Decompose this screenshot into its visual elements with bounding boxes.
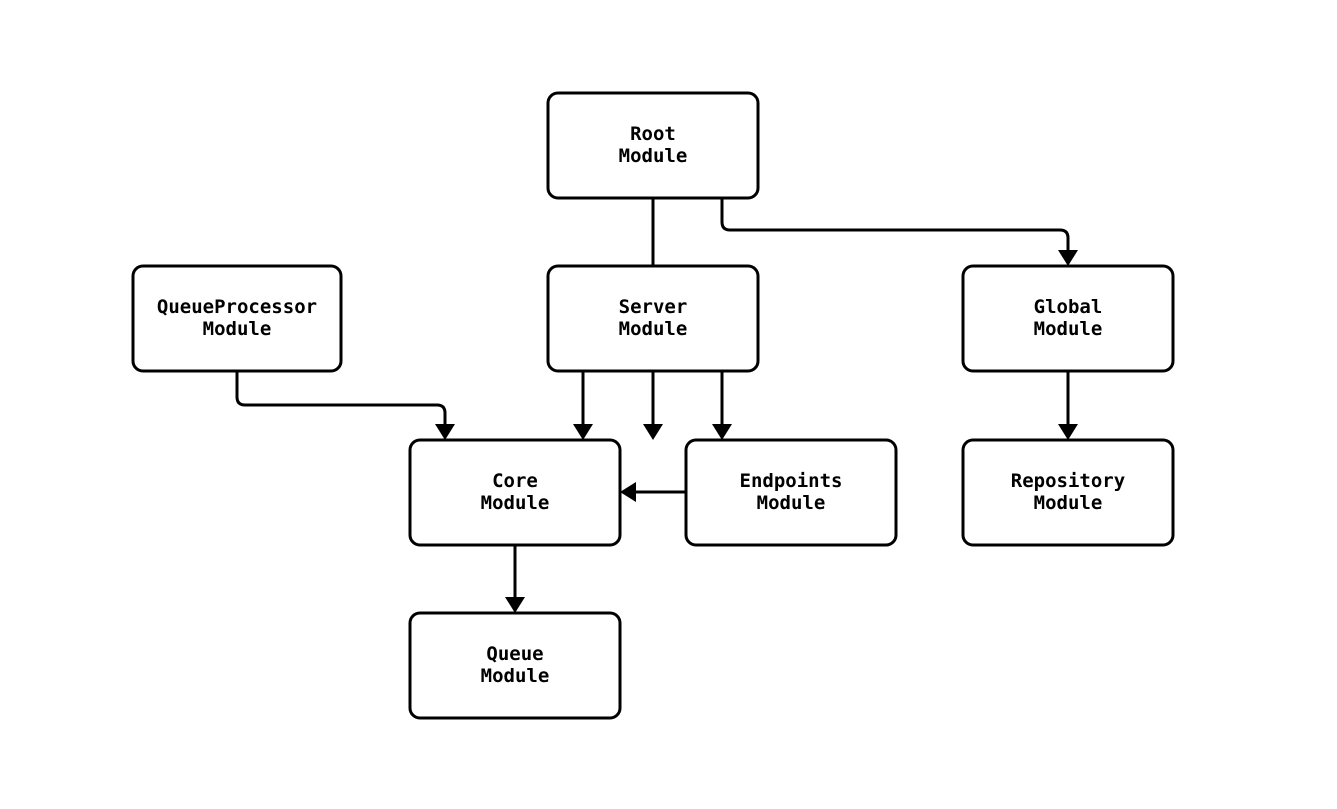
- arrowhead-icon: [1058, 424, 1078, 440]
- node-box[interactable]: [408, 611, 622, 720]
- edge-server-endpoints: [712, 371, 732, 440]
- node-box[interactable]: [961, 438, 1175, 547]
- node-box[interactable]: [684, 438, 898, 547]
- node-box[interactable]: [546, 91, 760, 200]
- node-label-line2: Module: [757, 492, 826, 514]
- nodes-layer: RootModuleQueueProcessorModuleServerModu…: [131, 91, 1175, 720]
- node-label-line1: Queue: [486, 643, 543, 665]
- edges-layer: [235, 198, 1078, 613]
- arrowhead-icon: [620, 482, 636, 502]
- node-label-line1: Endpoints: [740, 470, 843, 492]
- arrowhead-icon: [1058, 250, 1078, 266]
- node-label-line2: Module: [619, 145, 688, 167]
- node-label-line2: Module: [481, 665, 550, 687]
- node-label-line1: Root: [630, 123, 676, 145]
- node-box[interactable]: [546, 264, 760, 373]
- arrowhead-icon: [505, 597, 525, 613]
- arrowhead-icon: [712, 424, 732, 440]
- edge-line: [235, 371, 447, 424]
- edge-server-core: [573, 371, 593, 440]
- edge-core-queue: [505, 545, 525, 613]
- node-label-line1: Server: [619, 296, 688, 318]
- node-box[interactable]: [961, 264, 1175, 373]
- node-label-line1: Repository: [1011, 470, 1125, 492]
- edge-global-repository: [1058, 371, 1078, 440]
- edge-queueprocessor-core: [235, 371, 455, 440]
- node-label-line2: Module: [203, 318, 272, 340]
- node-label-line2: Module: [1034, 492, 1103, 514]
- arrowhead-icon: [643, 424, 663, 440]
- node-label-line1: Global: [1034, 296, 1103, 318]
- node-box[interactable]: [408, 438, 622, 547]
- edge-line: [720, 198, 1070, 250]
- node-label-line1: Core: [492, 470, 538, 492]
- node-label-line2: Module: [481, 492, 550, 514]
- node-label-line2: Module: [619, 318, 688, 340]
- edge-endpoints-core: [620, 482, 686, 502]
- node-box[interactable]: [131, 264, 343, 373]
- node-label-line2: Module: [1034, 318, 1103, 340]
- arrowhead-icon: [573, 424, 593, 440]
- edge-root-global: [720, 198, 1078, 266]
- arrowhead-icon: [435, 424, 455, 440]
- node-label-line1: QueueProcessor: [157, 296, 317, 318]
